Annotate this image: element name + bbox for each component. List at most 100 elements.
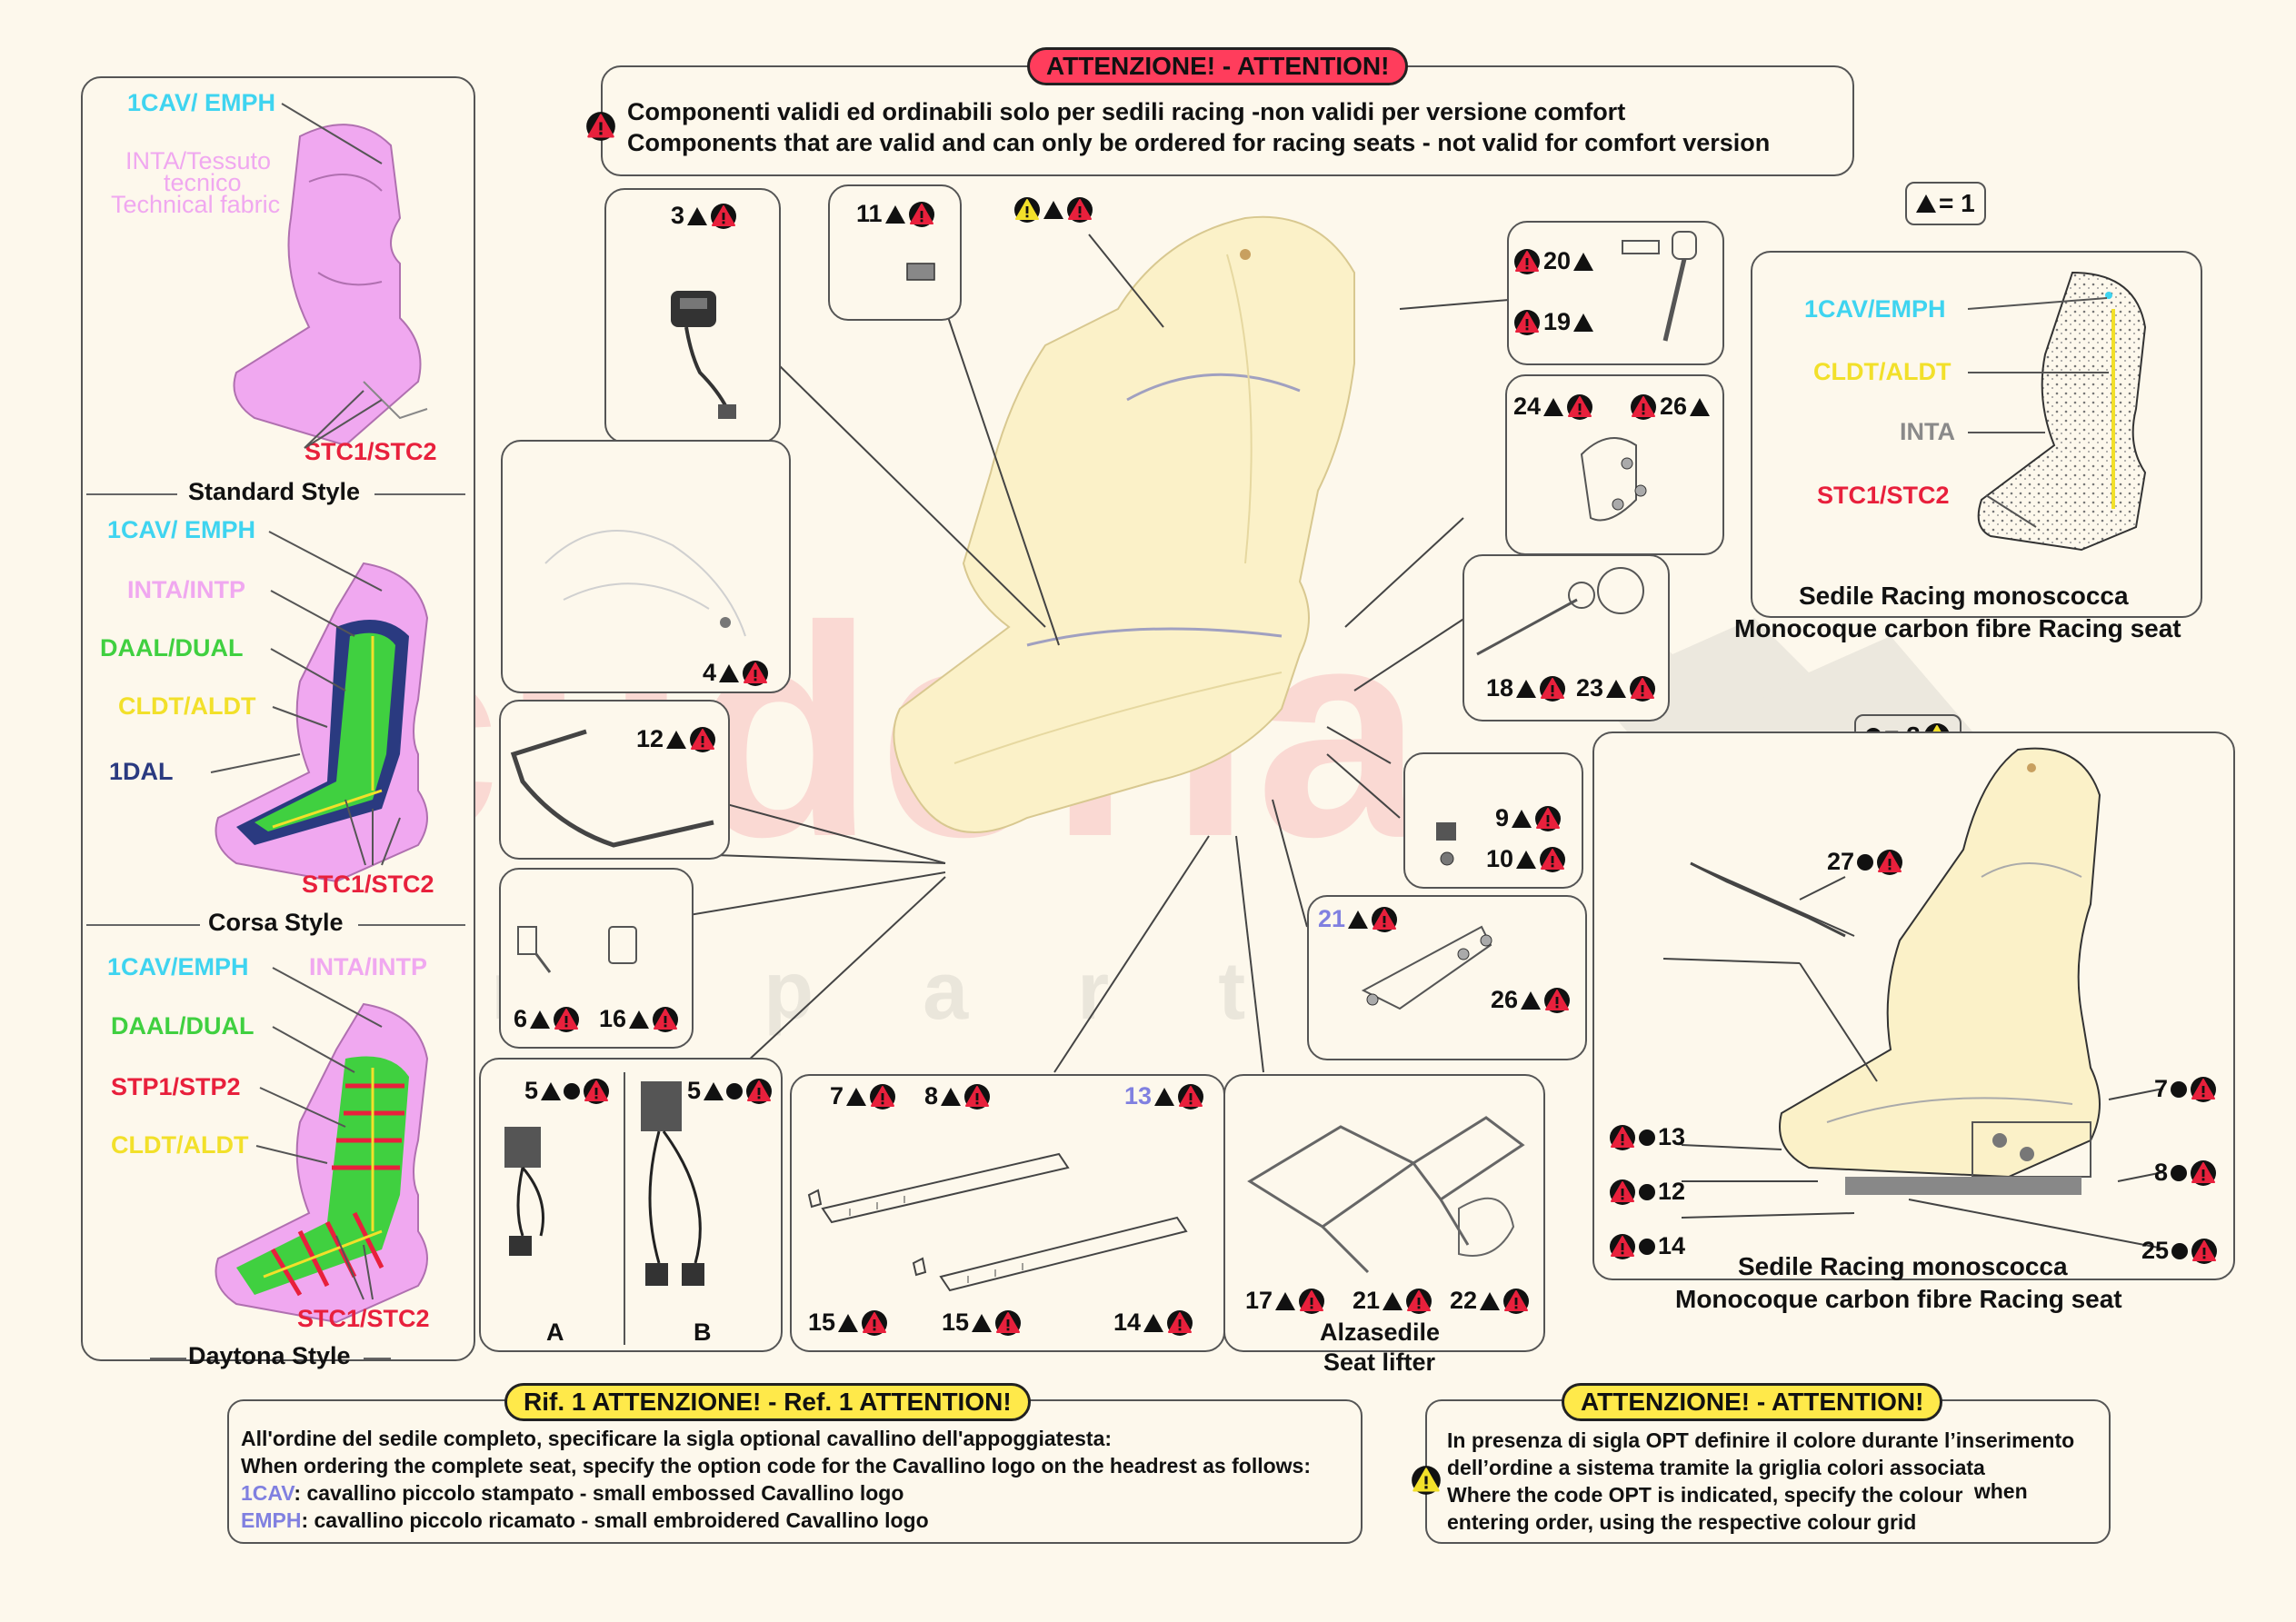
part-number: 3: [671, 202, 685, 229]
part-23-label: 23: [1576, 674, 1656, 702]
triangle-icon: [1543, 397, 1564, 416]
part-r8-label: 8: [2154, 1159, 2217, 1187]
standard-label-fabric: Technical fabric: [111, 191, 281, 218]
dot-icon: [2171, 1164, 2188, 1181]
warning-red-icon: [2191, 1238, 2218, 1265]
triangle-icon: [541, 1081, 562, 1100]
right-top-caption-en: Monocoque carbon fibre Racing seat: [1734, 614, 2181, 642]
dot-icon: [1639, 1183, 1655, 1200]
right-top-label-cav: 1CAV/EMPH: [1804, 295, 1946, 323]
triangle-icon: [972, 1313, 993, 1332]
warning-red-icon: [2190, 1076, 2217, 1103]
warning-red-icon: [1609, 1124, 1636, 1151]
corsa-separator-right: [358, 924, 465, 926]
part-26-label: 26: [1630, 393, 1711, 421]
part-number: 13: [1658, 1123, 1686, 1150]
top-attention-line-it: Componenti validi ed ordinabili solo per…: [627, 98, 1626, 125]
part-box-12[interactable]: [499, 700, 730, 860]
triangle-icon: [1154, 1087, 1175, 1106]
part-number: 15: [808, 1309, 836, 1336]
triangle-icon: [1573, 313, 1594, 332]
part-number: 13: [1124, 1082, 1153, 1110]
part-number: 26: [1660, 393, 1688, 420]
part-r7-label: 7: [2154, 1075, 2217, 1103]
standard-seat-drawing: [233, 124, 428, 447]
triangle-icon: [1480, 1291, 1501, 1310]
standard-leader-lines: [281, 103, 383, 449]
part-number: 18: [1486, 674, 1514, 702]
triangle-icon: [704, 1081, 724, 1100]
triangle-icon: [1143, 1313, 1164, 1332]
daytona-style-title: Daytona Style: [188, 1342, 351, 1369]
part-15b-label: 15: [942, 1309, 1022, 1337]
dot-icon: [1639, 1129, 1655, 1146]
standard-label-stc: STC1/STC2: [304, 438, 437, 465]
opt-line-2: dell’ordine a sistema tramite la griglia…: [1447, 1456, 1985, 1479]
part-9-10-drawing: [1436, 822, 1456, 866]
part-18-23-drawing: [1476, 567, 1644, 656]
part-number: 7: [2154, 1075, 2169, 1102]
part-box-5-ab[interactable]: [479, 1058, 783, 1352]
triangle-icon: [1916, 194, 1936, 213]
part-9-label: 9: [1495, 804, 1562, 832]
part-number: 11: [856, 200, 883, 227]
part-14-label: 14: [1113, 1309, 1193, 1337]
racing-seat-drawing: [1779, 747, 2101, 1195]
corsa-label-1dal: 1DAL: [109, 758, 174, 785]
top-attention-line-en: Components that are valid and can only b…: [627, 129, 1771, 156]
dot-icon: [564, 1082, 581, 1100]
opt-line-3-main: Where the code OPT is indicated, specify…: [1447, 1483, 1963, 1507]
main-seat-drawing: [893, 215, 1355, 833]
code-emph-desc: : cavallino piccolo ricamato - small emb…: [301, 1508, 929, 1532]
part-box-20-19[interactable]: [1507, 221, 1724, 365]
dot-icon: [1857, 853, 1874, 871]
part-number: 5: [524, 1077, 539, 1104]
corsa-label-cldt: CLDT/ALDT: [118, 692, 256, 720]
part-number: 6: [514, 1005, 528, 1032]
part-number: 21: [1318, 905, 1346, 932]
code-1cav-desc: : cavallino piccolo stampato - small emb…: [294, 1481, 904, 1505]
part-number: 16: [599, 1005, 627, 1032]
code-emph: EMPH: [241, 1508, 302, 1532]
part-number: 5: [687, 1077, 702, 1104]
daytona-label-inta: INTA/INTP: [309, 953, 427, 980]
triangle-icon: [666, 730, 687, 749]
opt-line-1: In presenza di sigla OPT definire il col…: [1447, 1428, 2075, 1452]
part-number: 14: [1113, 1309, 1142, 1336]
opt-line-3-when: when: [1973, 1479, 2028, 1503]
ref-line-4: EMPH: cavallino piccolo ricamato - small…: [241, 1507, 929, 1534]
corsa-label-daal: DAAL/DUAL: [100, 634, 244, 662]
right-top-caption-it: Sedile Racing monoscocca: [1799, 582, 2129, 610]
part-number: 26: [1491, 986, 1519, 1013]
legend-triangle-text: = 1: [1939, 189, 1975, 217]
part-number: 12: [636, 725, 664, 752]
triangle-icon: [1383, 1291, 1403, 1310]
corsa-label-inta: INTA/INTP: [127, 576, 245, 603]
daytona-label-daal: DAAL/DUAL: [111, 1012, 255, 1040]
right-top-label-inta: INTA: [1900, 418, 1955, 445]
harness-b-drawing: [641, 1081, 704, 1286]
part-box-slides[interactable]: [790, 1074, 1225, 1352]
carbon-racing-seat-drawing: [1977, 271, 2147, 552]
part-r14-label: 14: [1609, 1232, 1685, 1260]
part-11-drawing: [906, 263, 935, 281]
part-box-4[interactable]: [501, 440, 791, 693]
part-10-label: 10: [1486, 845, 1566, 873]
part-number: 22: [1450, 1287, 1478, 1314]
part-number: 23: [1576, 674, 1604, 702]
dot-icon: [2171, 1080, 2188, 1098]
right-top-leader-lines: [1967, 297, 2109, 528]
part-r13-label: 13: [1609, 1123, 1685, 1151]
triangle-icon: [1043, 201, 1063, 219]
daytona-label-stp: STP1/STP2: [111, 1073, 241, 1100]
part-6-16-drawing: [517, 926, 637, 973]
part-number: 27: [1827, 848, 1855, 875]
daytona-separator-right: [364, 1358, 391, 1359]
box-b-label: B: [694, 1318, 712, 1346]
daytona-label-stc: STC1/STC2: [297, 1305, 430, 1332]
part-number: 14: [1658, 1232, 1686, 1259]
daytona-leader-lines: [255, 967, 383, 1300]
triangle-icon: [1690, 397, 1711, 416]
part-21b-label: 21: [1353, 1287, 1433, 1315]
part-box-24-26[interactable]: [1505, 374, 1724, 555]
